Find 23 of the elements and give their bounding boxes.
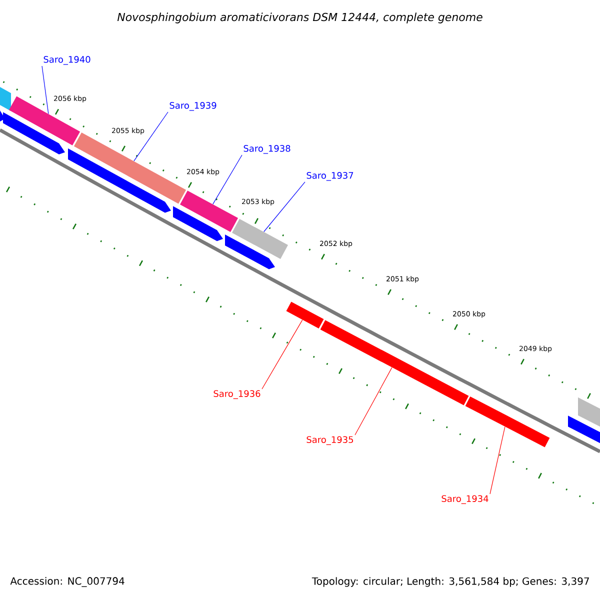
leader-line <box>490 426 506 494</box>
gene-bar <box>286 302 324 328</box>
accession-text: Accession: NC_007794 <box>10 577 124 587</box>
gene-label: Saro_1936 <box>214 390 260 399</box>
gene-label: Saro_1939 <box>170 102 216 111</box>
gene-label: Saro_1935 <box>306 436 354 445</box>
leader-line <box>262 320 303 390</box>
leader-line <box>134 112 168 162</box>
genome-info-text: Topology: circular; Length: 3,561,584 bp; Genes: 3,397 <box>312 577 589 587</box>
leader-line <box>354 367 392 436</box>
leader-line <box>42 66 49 114</box>
title: Novosphingobium aromaticivorans DSM 12444, complete genome <box>117 12 482 24</box>
gene-label: Saro_1937 <box>306 172 354 181</box>
gene-bar <box>232 218 288 259</box>
gene-label: Saro_1938 <box>244 145 290 154</box>
gene-label: Saro_1940 <box>44 56 90 65</box>
gene-bar <box>320 320 469 406</box>
gene-bar <box>180 190 238 232</box>
gene-label: Saro_1934 <box>442 495 488 504</box>
leader-line <box>212 154 242 204</box>
gene-bar <box>74 132 186 204</box>
leader-line <box>264 182 306 232</box>
gene-bar <box>465 396 550 448</box>
